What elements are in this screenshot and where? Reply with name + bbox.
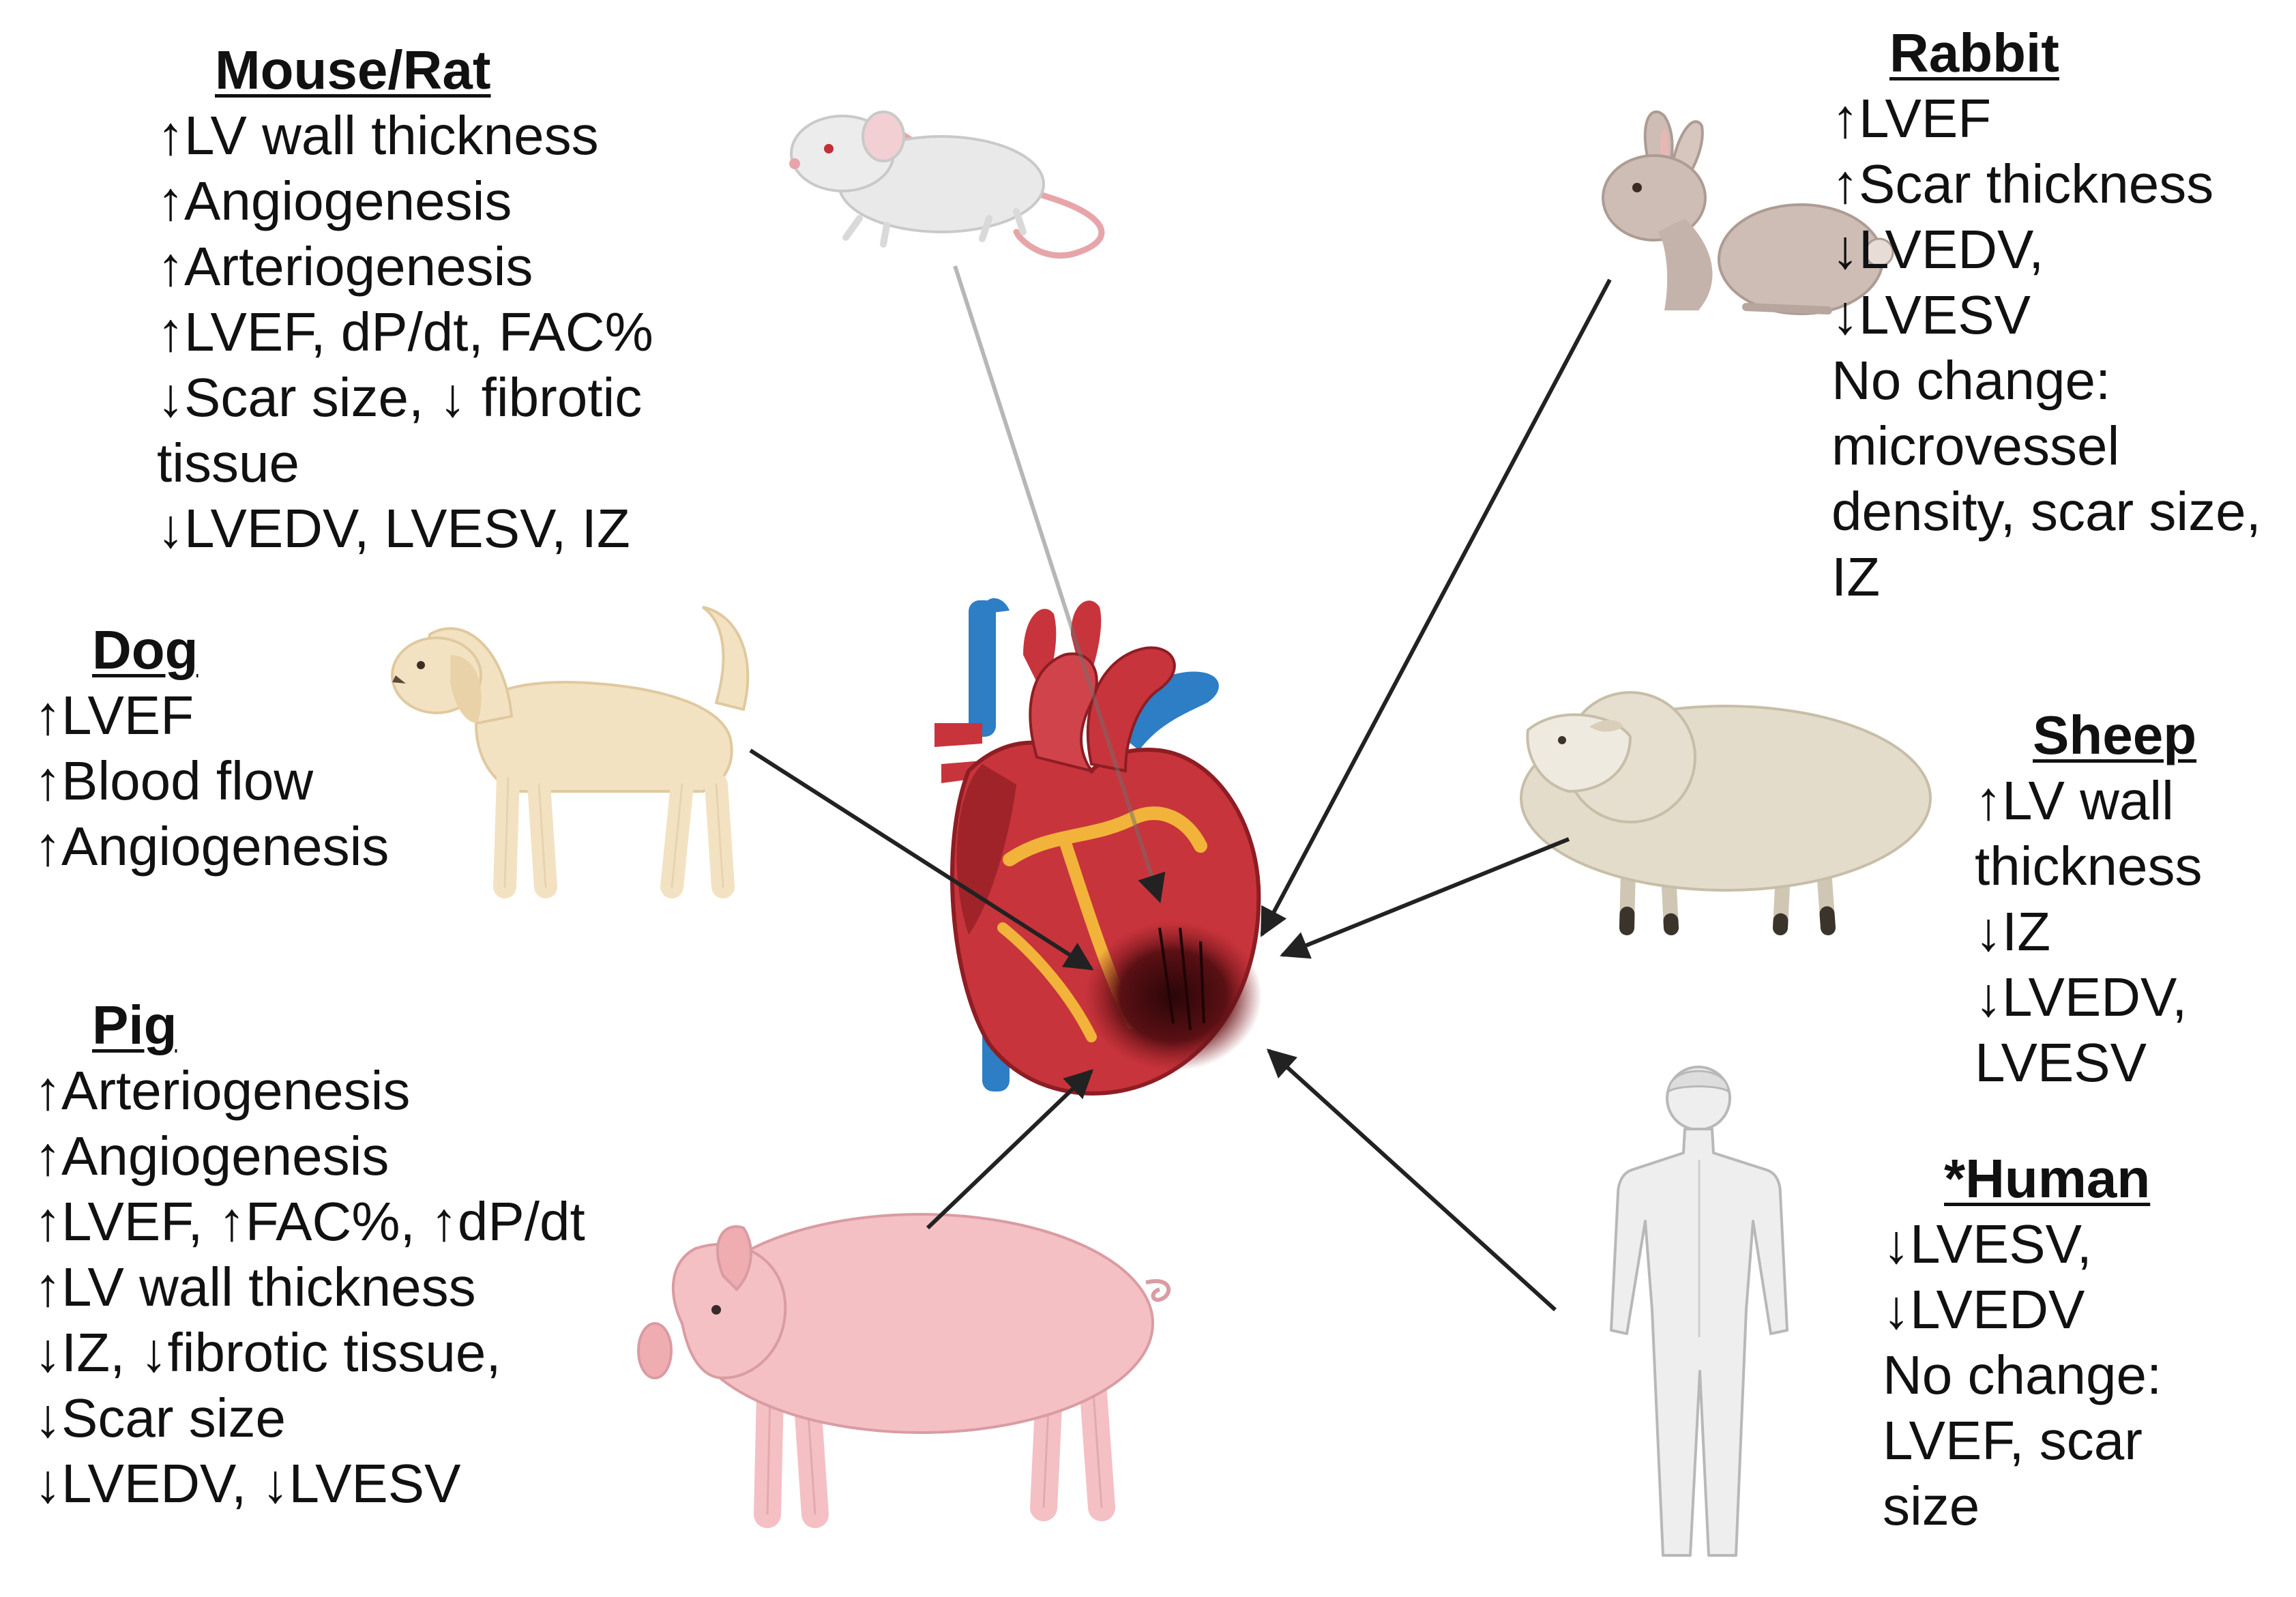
dog-effects: Dog ↑LVEF↑Blood flow↑Angiogenesis bbox=[34, 617, 389, 879]
arrow-sheep bbox=[1280, 837, 1570, 959]
effect-line: ↓LVEDV bbox=[1883, 1279, 2085, 1340]
arrow-pig bbox=[926, 1069, 1094, 1230]
connector-arrows bbox=[749, 265, 1612, 1312]
effect-line: ↑Blood flow bbox=[34, 750, 314, 811]
effect-line: ↑LV wall bbox=[1975, 770, 2174, 831]
sheep-icon bbox=[1520, 691, 1932, 935]
effect-line: ↓LVEDV, LVESV, IZ bbox=[157, 498, 630, 559]
effect-line: ↑LVEF, dP/dt, FAC% bbox=[157, 302, 653, 362]
arrow-human bbox=[1266, 1049, 1557, 1312]
effect-line: thickness bbox=[1975, 836, 2203, 896]
dog-icon bbox=[391, 606, 750, 898]
sheep-title: Sheep bbox=[2033, 705, 2197, 765]
effect-line: LVESV bbox=[1975, 1032, 2147, 1093]
effect-line: ↑Arteriogenesis bbox=[34, 1060, 411, 1121]
effect-line: tissue bbox=[157, 433, 299, 493]
arrow-rabbit bbox=[1260, 278, 1612, 937]
effect-line: ↑LVEF bbox=[1831, 88, 1992, 149]
effect-line: ↓LVEDV, ↓LVESV bbox=[34, 1453, 461, 1514]
effect-line: density, scar size, bbox=[1831, 481, 2261, 542]
effect-line: ↓LVEDV, bbox=[1831, 219, 2044, 280]
effect-line: ↓LVESV, bbox=[1883, 1214, 2092, 1274]
dog-title: Dog bbox=[92, 619, 198, 680]
effect-line: ↑Angiogenesis bbox=[157, 171, 512, 231]
dog-lines: ↑LVEF↑Blood flow↑Angiogenesis bbox=[34, 683, 389, 879]
effect-line: ↑LV wall thickness bbox=[34, 1257, 476, 1317]
arrow-mouse bbox=[953, 265, 1166, 903]
pig-lines: ↑Arteriogenesis↑Angiogenesis↑LVEF, ↑FAC%… bbox=[34, 1058, 585, 1517]
pig-effects: Pig ↑Arteriogenesis↑Angiogenesis↑LVEF, ↑… bbox=[34, 993, 585, 1517]
effect-line: ↓LVESV bbox=[1831, 284, 2031, 345]
effect-line: LVEF, scar bbox=[1883, 1410, 2143, 1471]
effect-line: ↓Scar size, ↓ fibrotic bbox=[157, 367, 643, 428]
effect-line: ↑Angiogenesis bbox=[34, 816, 389, 877]
effect-line: IZ bbox=[1831, 546, 1881, 607]
effect-line: ↑Arteriogenesis bbox=[157, 236, 533, 297]
effect-line: ↑Scar thickness bbox=[1831, 153, 2214, 214]
mouse-rat-lines: ↑LV wall thickness↑Angiogenesis↑Arteriog… bbox=[157, 103, 653, 561]
rabbit-effects: Rabbit ↑LVEF↑Scar thickness↓LVEDV,↓LVESV… bbox=[1831, 20, 2261, 610]
effect-line: No change: bbox=[1883, 1345, 2162, 1405]
human-title: *Human bbox=[1944, 1148, 2151, 1209]
pig-icon bbox=[637, 1213, 1171, 1528]
effect-line: No change: bbox=[1831, 350, 2111, 411]
rabbit-icon bbox=[1602, 111, 1894, 315]
effect-line: microvessel bbox=[1831, 415, 2120, 476]
human-icon bbox=[1610, 1066, 1789, 1557]
effect-line: ↑LVEF bbox=[34, 685, 194, 746]
effect-line: ↓Scar size bbox=[34, 1388, 286, 1448]
mouse-rat-title: Mouse/Rat bbox=[215, 40, 491, 100]
arrow-dog bbox=[749, 748, 1094, 971]
effect-line: ↑LV wall thickness bbox=[157, 105, 599, 166]
effect-line: ↓IZ bbox=[1975, 901, 2051, 962]
mouse-rat-effects: Mouse/Rat ↑LV wall thickness↑Angiogenesi… bbox=[157, 38, 653, 561]
pig-title: Pig bbox=[92, 995, 177, 1055]
effect-line: size bbox=[1883, 1476, 1980, 1536]
effect-line: ↓LVEDV, bbox=[1975, 967, 2188, 1027]
rabbit-title: Rabbit bbox=[1889, 23, 2059, 83]
effect-line: ↑LVEF, ↑FAC%, ↑dP/dt bbox=[34, 1191, 585, 1252]
heart-icon bbox=[934, 598, 1262, 1096]
effect-line: ↑Angiogenesis bbox=[34, 1126, 389, 1186]
effect-line: ↓IZ, ↓fibrotic tissue, bbox=[34, 1322, 501, 1383]
mouse-icon bbox=[789, 111, 1105, 259]
